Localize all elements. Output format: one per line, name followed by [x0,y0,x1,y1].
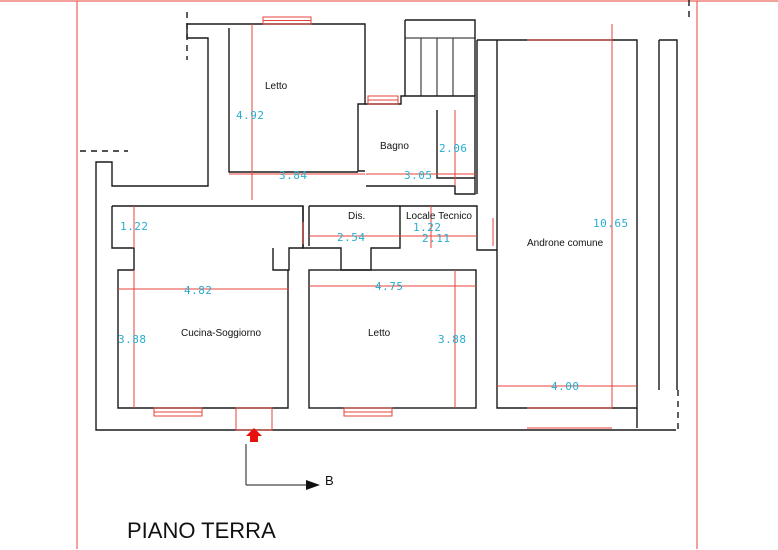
dim-letto-bottom-height: 3.88 [438,333,467,346]
dim-locale-width: 2.11 [422,232,451,245]
plan-title: PIANO TERRA [127,518,276,543]
room-androne-comune: Androne comune [527,238,604,249]
walls [95,19,678,431]
entrance-arrow [246,428,262,442]
dim-letto-top-width: 3.84 [279,169,308,182]
dim-letto-bottom-width: 4.75 [375,280,404,293]
dim-bagno-height: 2.06 [439,142,468,155]
room-letto-bottom: Letto [368,328,391,339]
dim-dis-width: 2.54 [337,231,366,244]
dim-bagno-width: 3.05 [404,169,433,182]
section-marker-label: B [325,473,334,488]
dim-androne-height: 10.65 [593,217,629,230]
dim-cucina-width: 4.82 [184,284,213,297]
dim-cucina-top: 1.22 [120,220,149,233]
room-letto-top: Letto [265,81,288,92]
room-bagno: Bagno [380,141,409,152]
section-marker: B [245,444,334,490]
windows [153,16,612,431]
room-dis: Dis. [348,211,365,222]
dashed-wall-fragments [80,0,690,430]
dimension-lines [118,24,637,408]
room-locale-tecnico: Locale Tecnico [406,211,472,222]
dim-locale-height: 1.22 [413,221,442,234]
room-cucina-soggiorno: Cucina-Soggiorno [181,328,261,339]
dim-androne-width: 4.00 [551,380,580,393]
dim-cucina-height: 3.88 [118,333,147,346]
dim-letto-top-height: 4.92 [236,109,265,122]
